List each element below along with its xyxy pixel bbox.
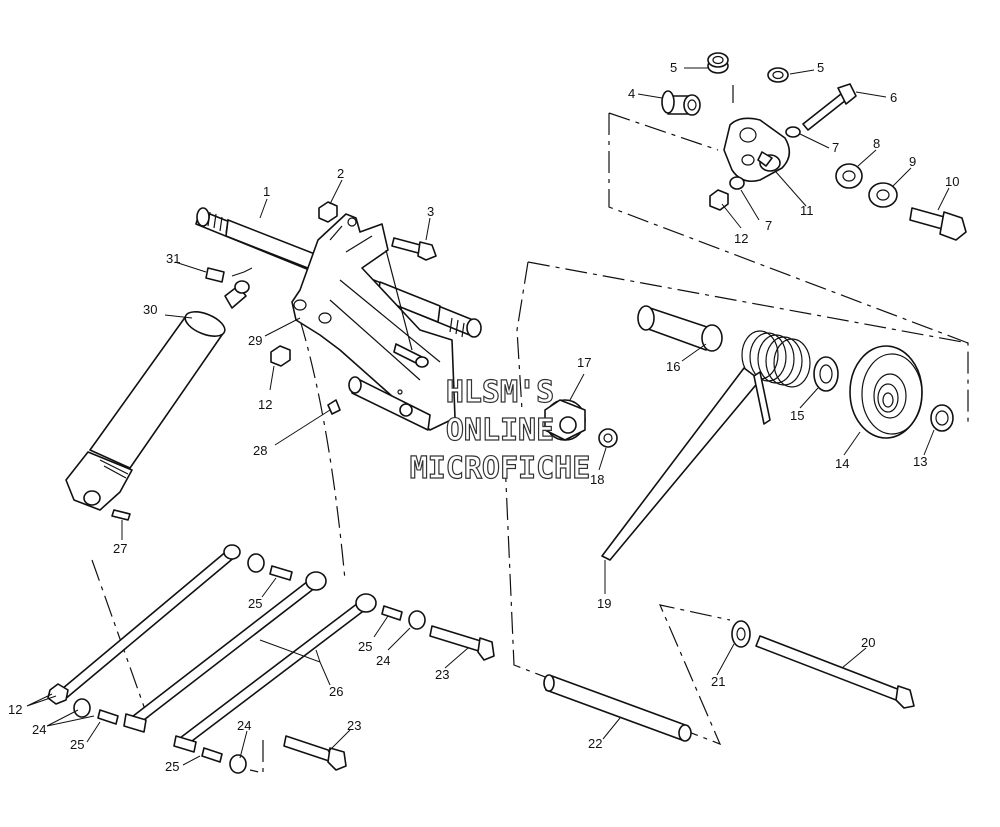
nut-12b bbox=[270, 345, 291, 367]
bolt-20 bbox=[755, 635, 915, 709]
callout-1: 1 bbox=[263, 184, 270, 199]
bushing-5b bbox=[767, 67, 789, 83]
callout-7b: 7 bbox=[765, 218, 772, 233]
callout-20: 20 bbox=[861, 635, 875, 650]
callout-25d: 25 bbox=[165, 759, 179, 774]
set-screw-28 bbox=[327, 399, 341, 415]
washer-7a bbox=[785, 126, 801, 138]
nut-12a bbox=[709, 189, 729, 211]
bushing-25e bbox=[97, 709, 119, 725]
callout-16: 16 bbox=[666, 359, 680, 374]
callout-22: 22 bbox=[588, 736, 602, 751]
bushing-25a bbox=[269, 565, 293, 581]
nut-12c bbox=[47, 683, 69, 705]
callout-23b: 23 bbox=[347, 718, 361, 733]
callout-15: 15 bbox=[790, 408, 804, 423]
callout-25b: 25 bbox=[358, 639, 372, 654]
watermark-line1: HLSM'S bbox=[446, 375, 554, 410]
washer-21 bbox=[731, 620, 751, 648]
idler-wheel-14 bbox=[849, 345, 923, 439]
callout-5a: 5 bbox=[670, 60, 677, 75]
watermark-line2: ONLINE bbox=[446, 413, 554, 448]
callout-28: 28 bbox=[253, 443, 267, 458]
callout-6: 6 bbox=[890, 90, 897, 105]
callout-21: 21 bbox=[711, 674, 725, 689]
callout-labels: 1 2 3 4 5 5 6 7 7 8 9 10 11 12 12 12 13 … bbox=[8, 60, 959, 774]
bolt-3 bbox=[391, 237, 437, 261]
idler-spring-assembly bbox=[601, 305, 954, 561]
bolt-6 bbox=[802, 83, 857, 131]
front-arm-assembly bbox=[195, 201, 618, 448]
leader-lines bbox=[26, 67, 950, 766]
bolt-23b bbox=[283, 735, 347, 771]
link-rod-26c bbox=[179, 599, 371, 745]
callout-14: 14 bbox=[835, 456, 849, 471]
callout-7a: 7 bbox=[832, 140, 839, 155]
watermark: HLSM'S ONLINE MICROFICHE bbox=[409, 374, 591, 486]
callout-18: 18 bbox=[590, 472, 604, 487]
washer-24-top bbox=[247, 553, 265, 573]
callout-24c: 24 bbox=[237, 718, 251, 733]
bolt-23a bbox=[429, 625, 495, 661]
callout-8: 8 bbox=[873, 136, 880, 151]
washer-18 bbox=[598, 428, 618, 448]
callout-23a: 23 bbox=[435, 667, 449, 682]
lower-linkage bbox=[47, 544, 915, 774]
washer-9 bbox=[868, 182, 898, 208]
adjuster-cam-17 bbox=[544, 399, 586, 441]
callout-4: 4 bbox=[628, 86, 635, 101]
bushing-13 bbox=[930, 404, 954, 432]
callout-24b: 24 bbox=[32, 722, 46, 737]
callout-26: 26 bbox=[329, 684, 343, 699]
washer-15 bbox=[813, 356, 839, 392]
shock-absorber-30 bbox=[65, 267, 250, 521]
bushing-25c bbox=[123, 713, 147, 733]
bracket-plate-11 bbox=[723, 117, 791, 183]
callout-2: 2 bbox=[337, 166, 344, 181]
callout-5b: 5 bbox=[817, 60, 824, 75]
shoulder-bolt-10 bbox=[909, 207, 967, 241]
cross-shaft-22 bbox=[543, 674, 692, 742]
callout-19: 19 bbox=[597, 596, 611, 611]
bushing-5a bbox=[707, 52, 729, 74]
link-rod-26a bbox=[55, 549, 237, 701]
bushing-25f bbox=[201, 747, 223, 763]
bushing-31 bbox=[205, 267, 225, 283]
torsion-spring-19 bbox=[601, 330, 811, 561]
callout-12b: 12 bbox=[258, 397, 272, 412]
watermark-line3: MICROFICHE bbox=[410, 451, 591, 486]
washer-7b bbox=[729, 176, 745, 190]
callout-12a: 12 bbox=[734, 231, 748, 246]
callout-25a: 25 bbox=[248, 596, 262, 611]
callout-9: 9 bbox=[909, 154, 916, 169]
callout-10: 10 bbox=[945, 174, 959, 189]
washer-24c bbox=[229, 754, 247, 774]
callout-17: 17 bbox=[577, 355, 591, 370]
callout-13: 13 bbox=[913, 454, 927, 469]
nut-2 bbox=[318, 201, 338, 223]
callout-30: 30 bbox=[143, 302, 157, 317]
bushing-25d bbox=[173, 735, 197, 753]
callout-11: 11 bbox=[800, 203, 814, 218]
bushing-25b bbox=[381, 605, 403, 621]
washer-24b bbox=[73, 698, 91, 718]
pin-27 bbox=[111, 509, 131, 521]
callout-29: 29 bbox=[248, 333, 262, 348]
phantom-lines bbox=[91, 85, 969, 774]
callout-24a: 24 bbox=[376, 653, 390, 668]
flanged-bushing-4 bbox=[661, 90, 701, 116]
washer-8 bbox=[835, 163, 863, 189]
callout-12c: 12 bbox=[8, 702, 22, 717]
washer-24a bbox=[408, 610, 426, 630]
sleeve-16 bbox=[637, 305, 723, 352]
callout-3: 3 bbox=[427, 204, 434, 219]
pivot-bracket-assembly bbox=[661, 52, 967, 241]
callout-27: 27 bbox=[113, 541, 127, 556]
callout-31: 31 bbox=[166, 251, 180, 266]
arm-weldment-29 bbox=[291, 213, 456, 431]
callout-25c: 25 bbox=[70, 737, 84, 752]
